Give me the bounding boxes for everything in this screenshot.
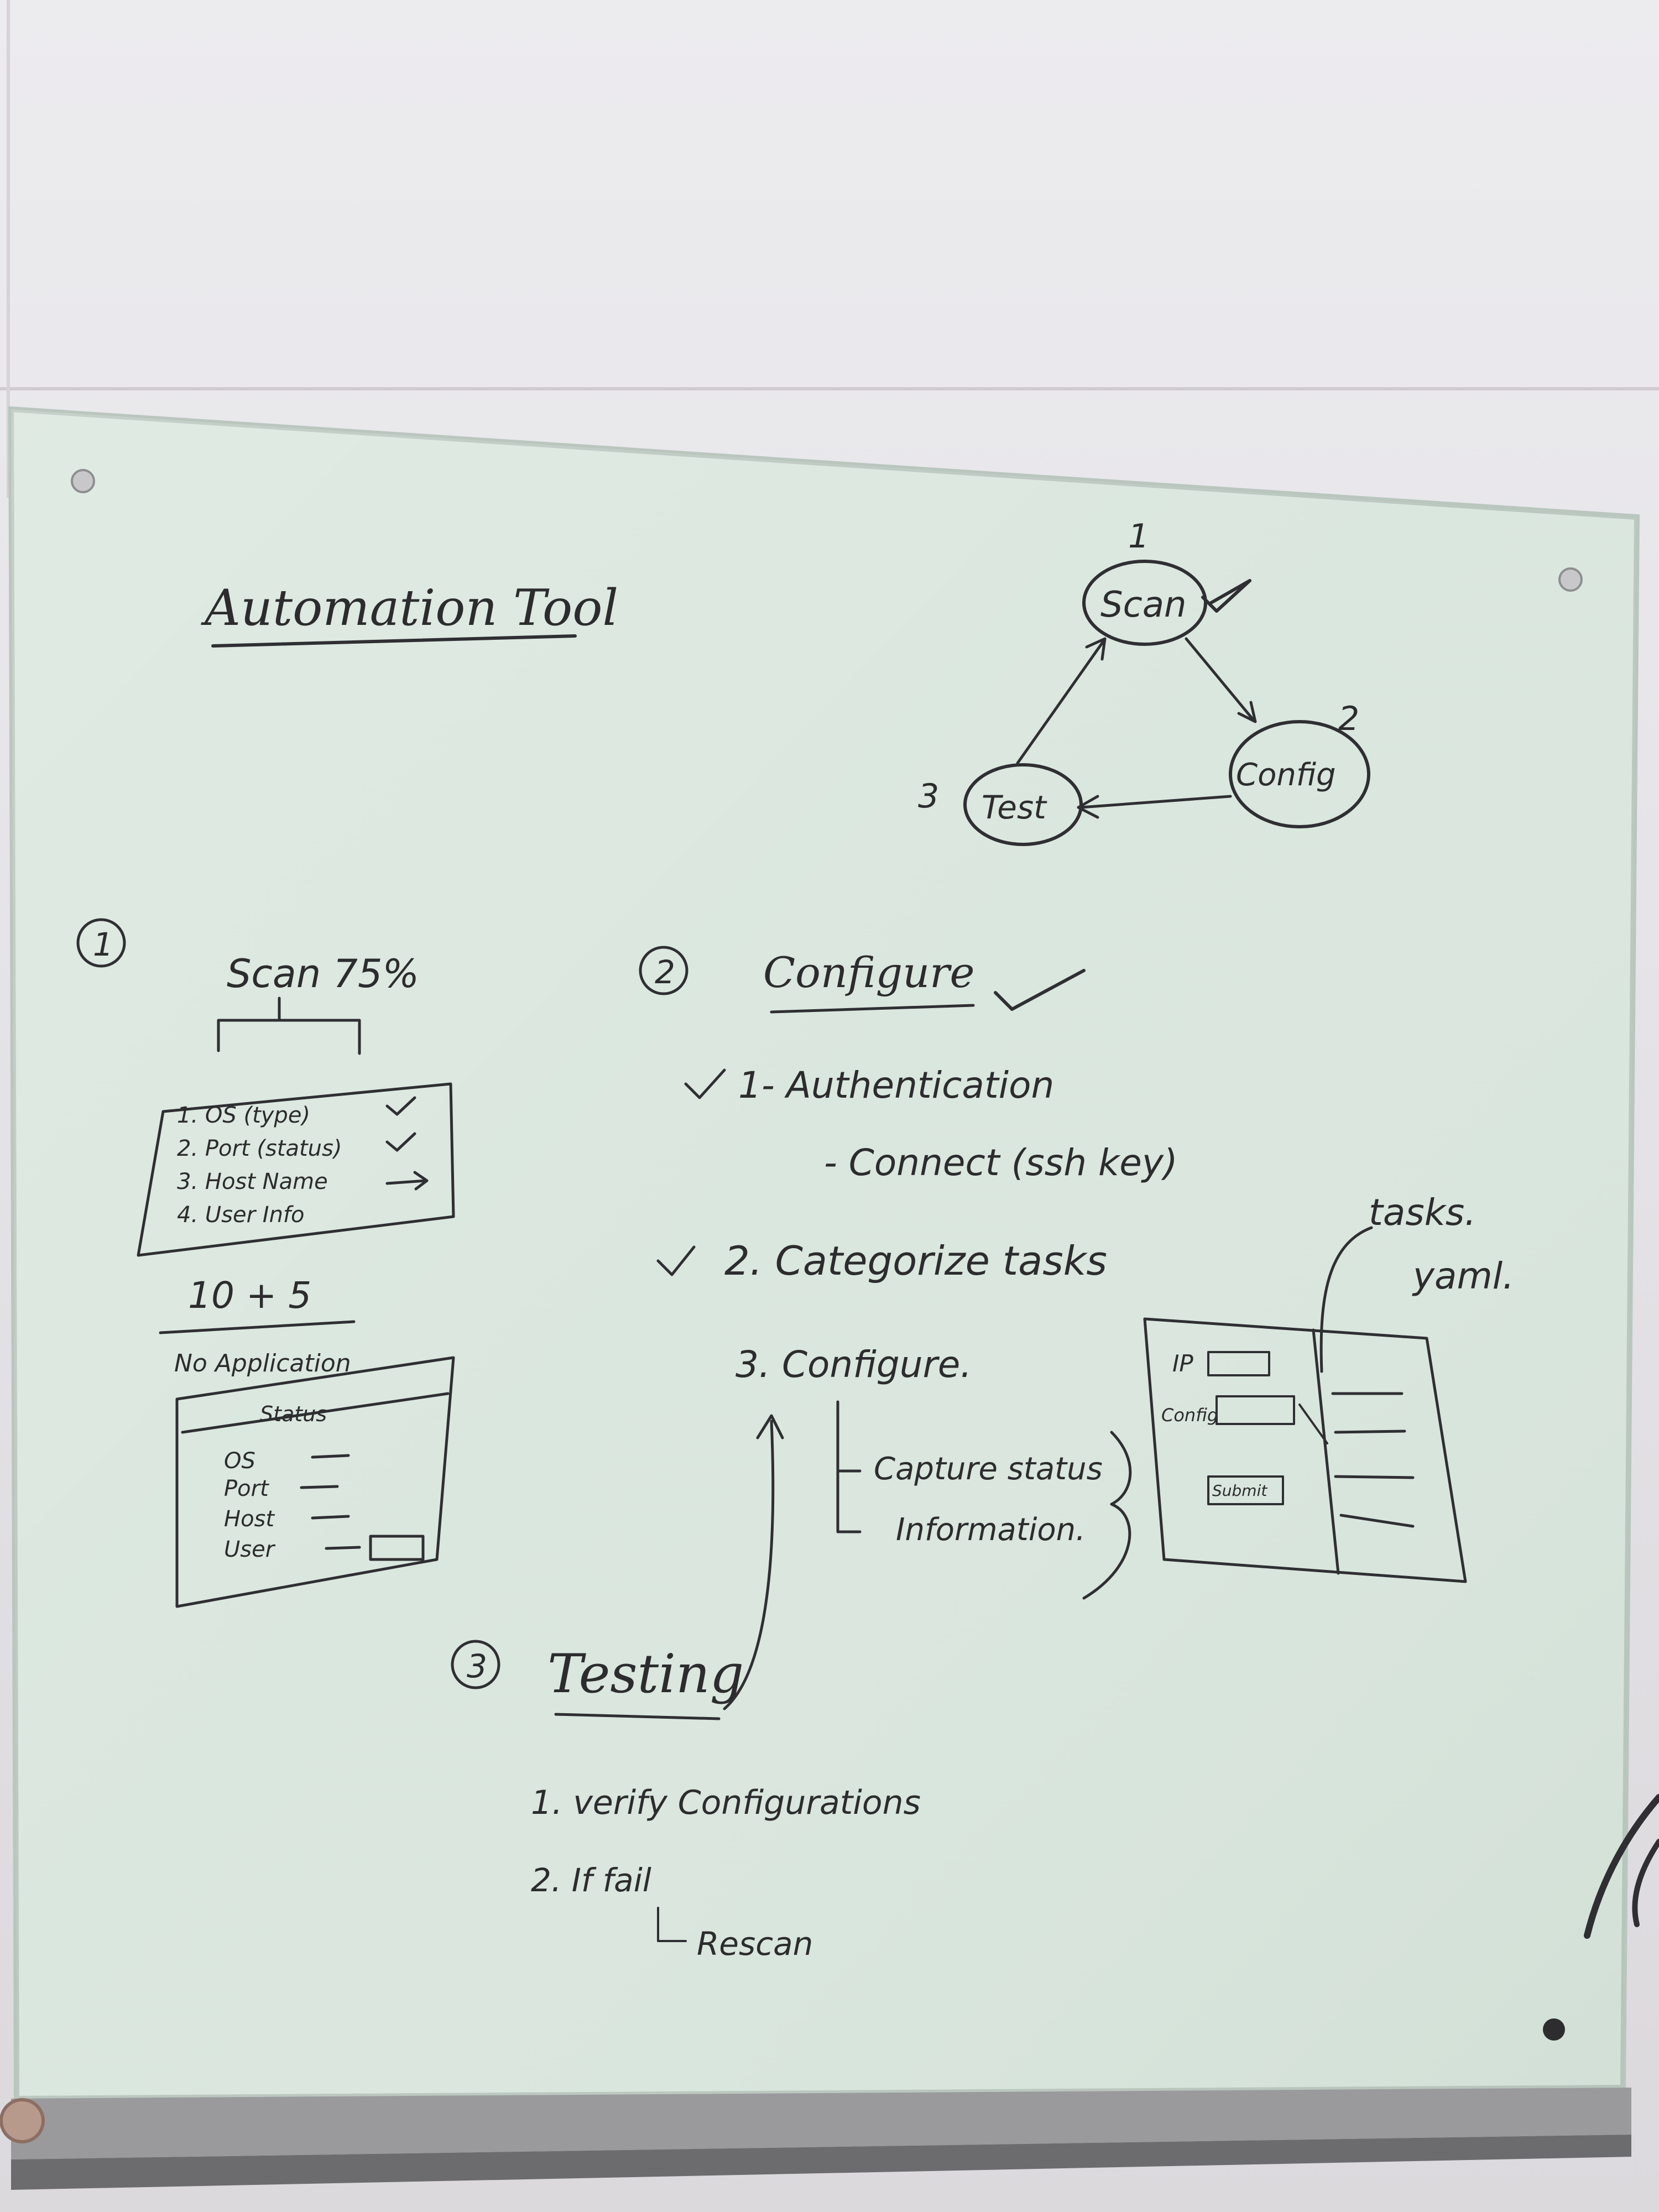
wall-panel-seam-left — [7, 0, 10, 498]
plant-leaf-icon — [1632, 1839, 1659, 1927]
mount-screw-icon — [1558, 567, 1583, 592]
side-note: yaml. — [1412, 1255, 1514, 1297]
section-1-number: 1 — [93, 926, 113, 963]
form-submit-box — [1207, 1475, 1284, 1505]
testing-step: Rescan — [697, 1925, 813, 1963]
task-list-lines — [1331, 1392, 1415, 1528]
arrow-test-to-scan — [1016, 640, 1105, 765]
section-testing: 3 Testing 1. verify Configurations 2. If… — [451, 1414, 921, 1963]
configure-step: - Connect (ssh key) — [824, 1141, 1178, 1184]
form-label: Config — [1161, 1405, 1218, 1426]
arrow-config-to-test — [1079, 795, 1232, 809]
section-1-heading: Scan 75% — [227, 951, 419, 997]
configure-step: 3. Configure. — [735, 1343, 972, 1386]
plant-leaf-icon — [1584, 1794, 1659, 1939]
section-3-marker — [451, 1640, 500, 1689]
form-button-label: Submit — [1212, 1481, 1267, 1500]
scan-count: 10 + 5 — [188, 1274, 311, 1317]
section-scan: 1 Scan 75% 1. OS (type) 2. Port (status)… — [76, 918, 455, 1608]
curly-brace — [1082, 1431, 1132, 1600]
board-title: Automation Tool — [201, 579, 618, 637]
scan-item: 2. Port (status) — [177, 1136, 342, 1161]
status-panel-title: Status — [260, 1402, 327, 1426]
configure-sub-step: Capture status — [874, 1451, 1103, 1487]
ornament-icon — [0, 2098, 45, 2143]
cycle-node-config-number: 2 — [1338, 700, 1359, 738]
cycle-diagram: Scan 1 Config 2 Test 3 — [918, 517, 1370, 846]
status-field-label: User — [224, 1537, 276, 1562]
configure-step: 1- Authentication — [738, 1064, 1054, 1107]
wall-panel-seam — [0, 387, 1659, 390]
status-field-label: Port — [224, 1476, 269, 1501]
section-configure: 2 Configure 1- Authentication - Connect … — [639, 946, 1514, 1600]
status-panel — [175, 1356, 455, 1608]
arrow-testing-to-configure — [723, 1420, 775, 1710]
arrow-scan-to-config — [1185, 637, 1254, 721]
scan-item: 1. OS (type) — [177, 1103, 310, 1128]
form-frame — [1143, 1317, 1467, 1583]
status-field-label: OS — [224, 1448, 255, 1474]
tree-connector — [217, 997, 361, 1055]
check-icon — [1201, 579, 1251, 613]
section-2-heading: Configure — [763, 948, 974, 997]
section-3-heading: Testing — [547, 1643, 744, 1705]
check-icon — [994, 969, 1086, 1011]
cycle-node-config — [1229, 720, 1370, 828]
cycle-node-scan-label: Scan — [1100, 585, 1187, 625]
form-divider — [1312, 1328, 1340, 1575]
check-icon — [385, 1096, 416, 1116]
mount-screw-icon — [1543, 2018, 1565, 2041]
check-icon — [684, 1068, 726, 1099]
section-1-marker — [76, 918, 126, 968]
title-underline — [211, 634, 577, 648]
cycle-node-scan-number: 1 — [1128, 517, 1149, 556]
form-input-box — [1207, 1351, 1270, 1376]
section-2-number: 2 — [655, 953, 675, 991]
form-sketch: IP Config Submit — [1143, 1317, 1467, 1583]
cycle-node-scan — [1082, 560, 1207, 646]
testing-step: 2. If fail — [531, 1861, 651, 1899]
section-2-marker — [639, 946, 688, 995]
form-label: IP — [1172, 1350, 1193, 1377]
check-icon — [656, 1245, 696, 1276]
sub-step-bracket — [836, 1400, 862, 1533]
configure-sub-step: Information. — [896, 1512, 1086, 1548]
configure-step: 2. Categorize tasks — [724, 1238, 1107, 1284]
mount-screw-icon — [71, 469, 95, 493]
section-3-number: 3 — [467, 1647, 487, 1685]
marker-tray — [11, 2088, 1631, 2159]
status-field-box — [369, 1535, 425, 1561]
form-input-box — [1215, 1395, 1295, 1425]
scan-item: 4. User Info — [177, 1202, 304, 1228]
scan-subheading: No Application — [174, 1349, 351, 1378]
check-icon — [385, 1132, 416, 1152]
arrow-right-icon — [385, 1171, 429, 1191]
cycle-node-test-label: Test — [982, 789, 1047, 826]
scan-item: 3. Host Name — [177, 1169, 328, 1194]
scan-items-box — [137, 1082, 455, 1257]
cycle-node-test-number: 3 — [918, 777, 939, 816]
status-field-label: Host — [224, 1506, 275, 1532]
side-note: tasks. — [1369, 1191, 1476, 1234]
testing-step: 1. verify Configurations — [531, 1783, 921, 1822]
cycle-node-config-label: Config — [1236, 757, 1336, 793]
